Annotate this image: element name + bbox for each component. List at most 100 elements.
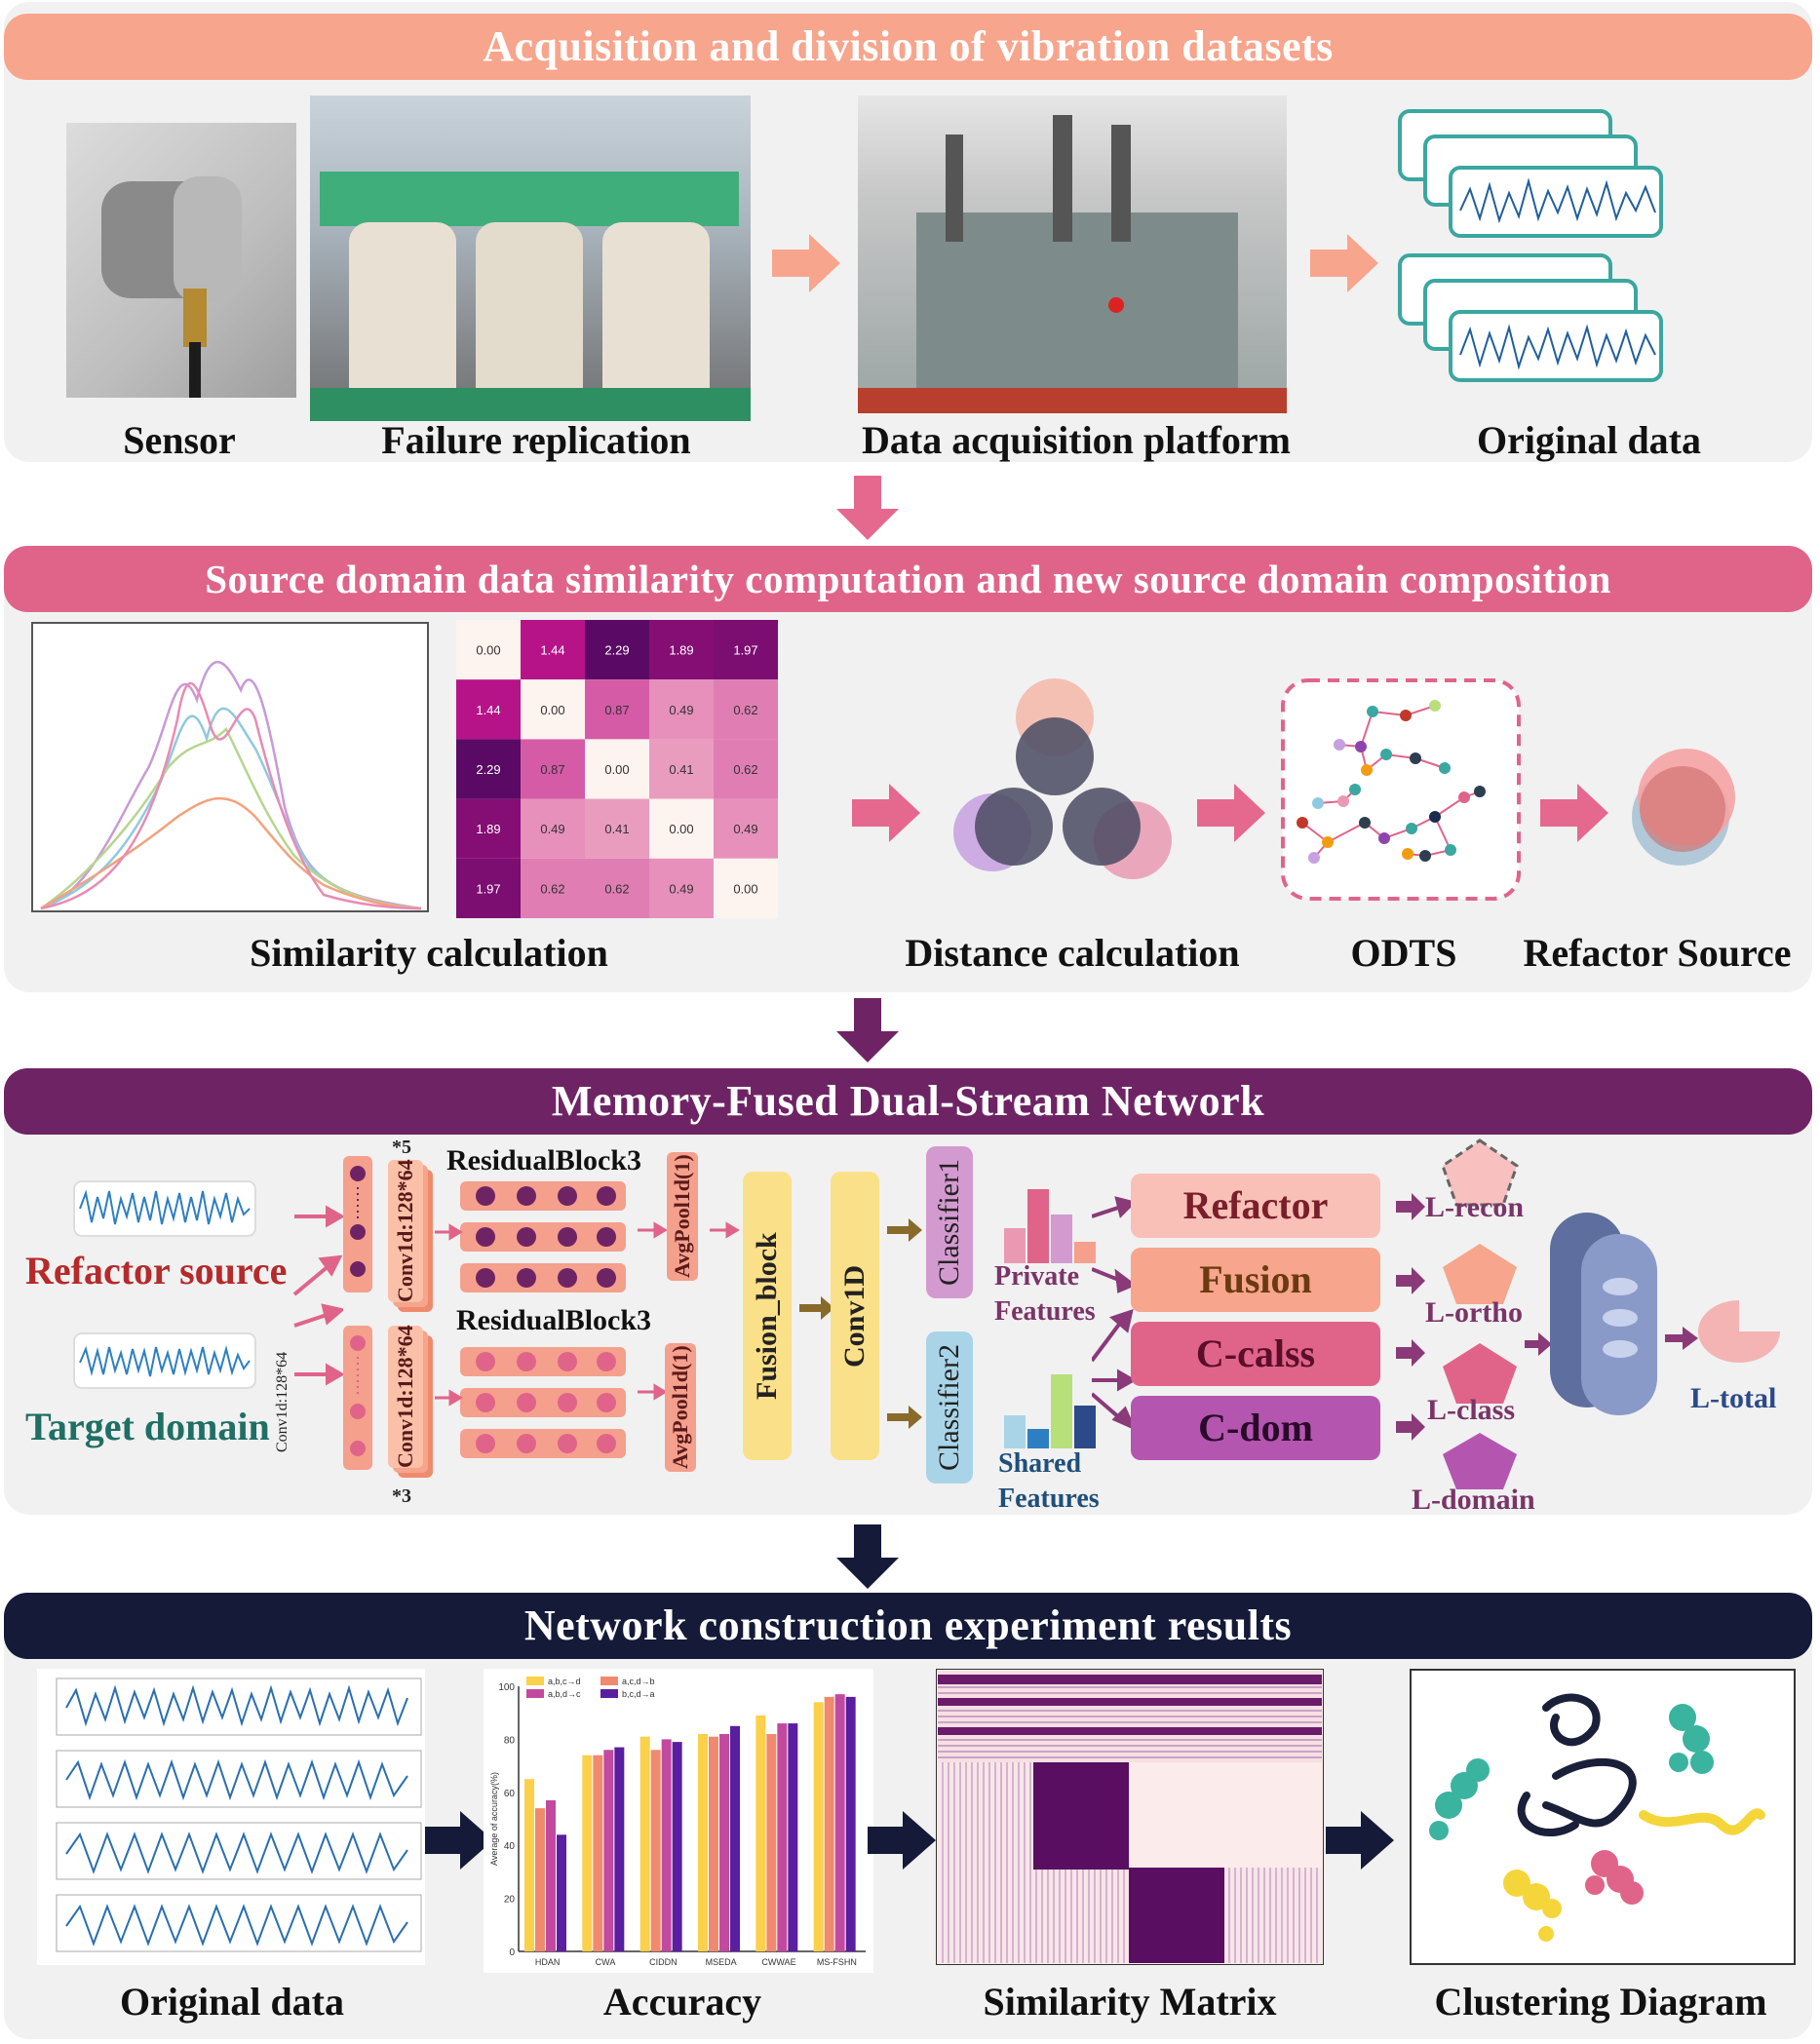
accuracy-bar — [788, 1723, 798, 1951]
total-loss-aggregator — [1550, 1213, 1657, 1415]
heatmap-cell — [456, 620, 521, 680]
heatmap-cell — [521, 858, 585, 918]
accuracy-bar — [593, 1755, 603, 1951]
heatmap-cell-value: 2.29 — [476, 762, 500, 777]
heatmap-cell-value: 0.49 — [669, 703, 693, 717]
caption-similarity-matrix: Similarity Matrix — [983, 1980, 1277, 2024]
heatmap-cell-value: 0.62 — [733, 703, 757, 717]
fusion-to-conv-arrow — [799, 1296, 834, 1320]
aggregator-to-total-arrow — [1665, 1327, 1698, 1350]
arrow-down-icon — [836, 998, 899, 1062]
loss-class-label: L-class — [1427, 1394, 1515, 1426]
section2-title: Source domain data similarity computatio… — [4, 546, 1812, 612]
heatmap-cell-value: 0.49 — [669, 881, 693, 896]
accuracy-bar — [614, 1747, 625, 1951]
heatmap-cell-value: 0.49 — [540, 822, 564, 836]
accuracy-bar — [824, 1696, 834, 1951]
legend-swatch — [600, 1677, 618, 1685]
module-c-calss: C-calss — [1131, 1322, 1380, 1386]
y-tick-label: 0 — [509, 1948, 515, 1958]
caption-original-data: Original data — [1476, 418, 1702, 462]
arrow-right-icon — [425, 1811, 493, 1870]
loss-recon-label: L-recon — [1425, 1191, 1525, 1223]
conv-stack-top: Conv1d:128*64 — [388, 1159, 433, 1312]
heatmap-cell-value: 0.00 — [669, 822, 693, 836]
refactor-source-label: Refactor source — [25, 1249, 288, 1292]
heatmap-cell — [585, 798, 649, 859]
arrow-right-icon — [1197, 784, 1265, 842]
heatmap-cell — [714, 620, 778, 680]
heatmap-cell-value: 0.00 — [476, 643, 500, 658]
section1-title: Acquisition and division of vibration da… — [4, 14, 1812, 80]
x-tick-label: CWWAE — [761, 1957, 795, 1967]
similarity-matrix — [936, 1669, 1324, 1965]
clustering-diagram — [1410, 1669, 1796, 1965]
heatmap-cell-value: 0.41 — [669, 762, 693, 777]
input-arrows — [292, 1205, 343, 1386]
input-neurons-bottom — [343, 1326, 372, 1470]
accuracy-bar — [546, 1799, 556, 1951]
legend-label: a,b,c→d — [548, 1677, 581, 1686]
shared-features-bars — [1004, 1374, 1096, 1448]
heatmap-cell — [521, 679, 585, 740]
caption-failure-replication: Failure replication — [381, 418, 691, 462]
legend-swatch — [526, 1689, 544, 1698]
shared-features-label-2: Features — [998, 1484, 1100, 1514]
module-fusion: Fusion — [1131, 1248, 1380, 1312]
fusion-block: Fusion_block — [743, 1172, 792, 1460]
heatmap-cell — [585, 739, 649, 799]
arrow-right-icon — [1540, 784, 1608, 842]
heatmap-cell-value: 0.41 — [604, 822, 629, 836]
y-tick-label: 60 — [504, 1789, 516, 1799]
caption-data-acquisition-platform: Data acquisition platform — [862, 418, 1291, 462]
conv-label-stray: Conv1d:128*64 — [274, 1351, 290, 1452]
heatmap-cell — [649, 620, 714, 680]
target-domain-waveform — [73, 1332, 256, 1389]
caption-clustering-diagram: Clustering Diagram — [1434, 1980, 1767, 2024]
legend-label: a,b,d→c — [548, 1689, 581, 1699]
arrow-right-icon — [1310, 234, 1378, 292]
arrow-right-icon — [868, 1811, 936, 1870]
refactor-source-waveform — [73, 1180, 256, 1237]
loss-pentagon-ortho — [1443, 1244, 1517, 1304]
accuracy-bar — [661, 1739, 672, 1951]
classifier1: Classifier1 — [926, 1146, 973, 1298]
legend-swatch — [526, 1677, 544, 1685]
accuracy-bar — [719, 1733, 729, 1951]
accuracy-bar — [845, 1696, 856, 1951]
module-refactor: Refactor — [1131, 1174, 1380, 1238]
residual-block-top-label: ResidualBlock3 — [446, 1144, 642, 1176]
heatmap-cell — [585, 679, 649, 740]
heatmap-cell — [649, 739, 714, 799]
sensor-photo — [66, 123, 296, 398]
accuracy-bar — [730, 1725, 740, 1951]
heatmap-cell-value: 2.29 — [604, 643, 629, 658]
caption-results-original-data: Original data — [119, 1980, 345, 2024]
loss-pentagon-domain — [1443, 1433, 1517, 1489]
failure-replication-photo — [310, 96, 751, 421]
heatmap-cell — [456, 858, 521, 918]
loss-domain-label: L-domain — [1412, 1484, 1535, 1516]
conv-stack-bottom: Conv1d:128*64 — [388, 1325, 433, 1478]
caption-accuracy: Accuracy — [602, 1980, 762, 2024]
arrow-right-icon — [852, 784, 920, 842]
accuracy-bar — [582, 1755, 593, 1951]
residual-block-bottom-label: ResidualBlock3 — [456, 1304, 652, 1336]
conv1d-block: Conv1D — [831, 1172, 879, 1460]
heatmap-cell — [714, 679, 778, 740]
heatmap-cell-value: 0.49 — [733, 822, 757, 836]
heatmap-cell-value: 1.89 — [476, 822, 500, 836]
loss-pentagon-class — [1443, 1343, 1517, 1404]
private-features-label-1: Private — [994, 1261, 1080, 1292]
heatmap-cell — [456, 739, 521, 799]
heatmap-cell-value: 0.87 — [540, 762, 564, 777]
heatmap-cell-value: 0.62 — [604, 881, 629, 896]
heatmap-cell-value: 0.87 — [604, 703, 629, 717]
accuracy-bar — [603, 1750, 614, 1951]
module-to-loss-arrows — [1396, 1193, 1425, 1441]
accuracy-bar — [535, 1808, 545, 1951]
heatmap-cell — [585, 620, 649, 680]
heatmap-cell-value: 0.62 — [733, 762, 757, 777]
accuracy-bar — [813, 1702, 824, 1951]
